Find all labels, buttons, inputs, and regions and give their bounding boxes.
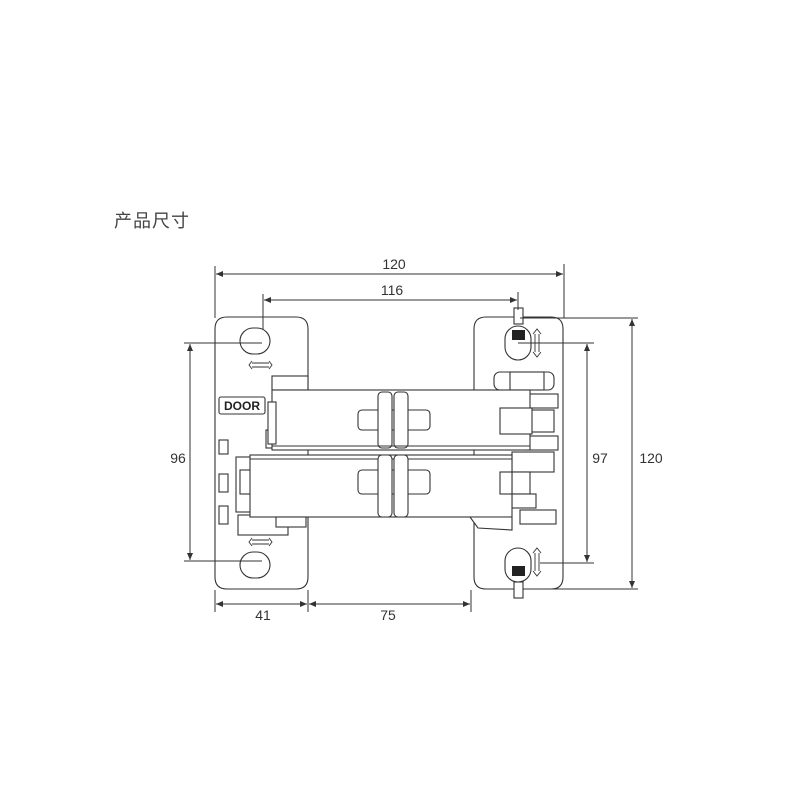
horizontal-adjust-arrow-icon [248,360,273,370]
bottom-mounting-slot [239,551,271,579]
dimension-lines [184,264,638,612]
bottom-screw-mark [512,566,525,576]
diagram-title: 产品尺寸 [114,211,190,232]
vertical-adjust-arrow-icon [532,547,542,577]
door-label-box [218,396,266,415]
dim-label-bottom-middle: 75 [380,607,396,623]
dim-label-top-inner: 116 [381,282,404,298]
dim-label-left-height: 96 [170,450,186,466]
door-label: DOOR [224,399,260,413]
dim-label-top-overall: 120 [382,256,406,272]
horizontal-adjust-arrow-icon [248,537,273,547]
left-mounting-plate: DOOR [214,316,309,590]
dim-label-right-inner-height: 97 [592,450,608,466]
dim-label-right-overall-height: 120 [639,450,663,466]
dim-label-bottom-left: 41 [255,607,271,623]
top-mounting-slot [239,327,271,355]
top-screw-mark [512,330,525,340]
hinge-arms [249,389,533,531]
bottom-mounting-slot [504,547,532,583]
right-mounting-plate [473,307,564,599]
